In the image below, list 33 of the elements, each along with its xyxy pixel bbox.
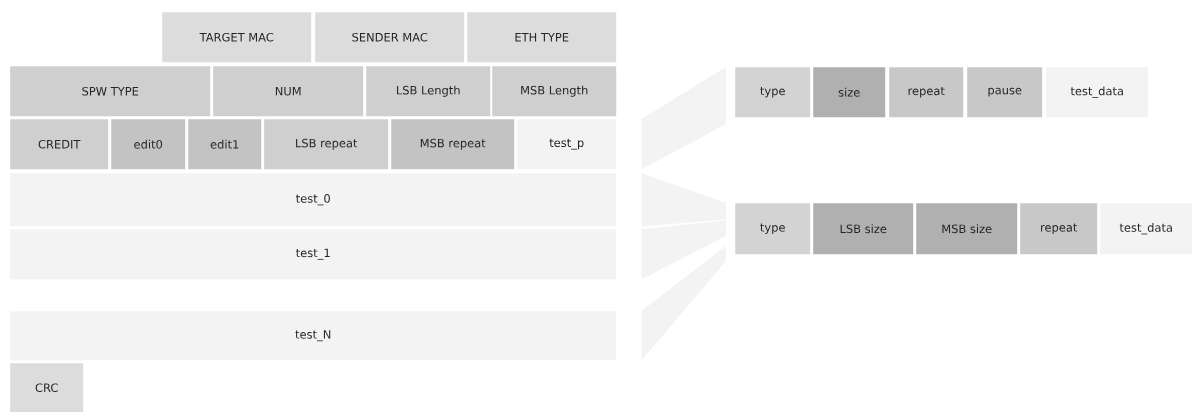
field-cell: edit0: [111, 119, 186, 170]
field-cell: MSB repeat: [391, 119, 515, 170]
field-cell: MSB Length: [492, 66, 617, 117]
node-label: test_data: [1119, 223, 1172, 235]
node-label: LSB repeat: [296, 138, 358, 150]
field-cell: CRC: [10, 363, 84, 412]
field-cell: LSB size: [813, 203, 914, 255]
field-cell: repeat: [889, 67, 964, 118]
field-cell: size: [813, 67, 886, 118]
field-cell: NUM: [213, 66, 364, 117]
field-cell: test_data: [1046, 67, 1149, 118]
field-cell: test_data: [1100, 203, 1192, 255]
field-cell: type: [735, 203, 811, 255]
field-cell: test_1: [10, 229, 617, 280]
field-cell: pause: [967, 67, 1043, 118]
field-cell: test_0: [10, 173, 617, 227]
field-cell: repeat: [1020, 203, 1098, 255]
node-label: CREDIT: [38, 139, 81, 149]
field-cell: edit1: [188, 119, 262, 170]
field-cell: MSB size: [916, 203, 1018, 255]
field-cell: SPW TYPE: [10, 66, 211, 117]
node-label: test_p: [549, 138, 584, 150]
field-cell: ETH TYPE: [467, 12, 617, 63]
node-label: MSB Length: [521, 85, 588, 97]
field-cell: SENDER MAC: [315, 12, 465, 63]
field-cell: CREDIT: [10, 119, 109, 170]
field-cell: type: [735, 67, 811, 118]
field-cell: test_p: [517, 119, 617, 170]
node-label: LSB Length: [396, 85, 460, 97]
field-cell: TARGET MAC: [162, 12, 312, 63]
field-cell: LSB repeat: [264, 119, 389, 170]
field-cell: test_N: [10, 311, 617, 361]
field-cell: LSB Length: [366, 66, 491, 117]
